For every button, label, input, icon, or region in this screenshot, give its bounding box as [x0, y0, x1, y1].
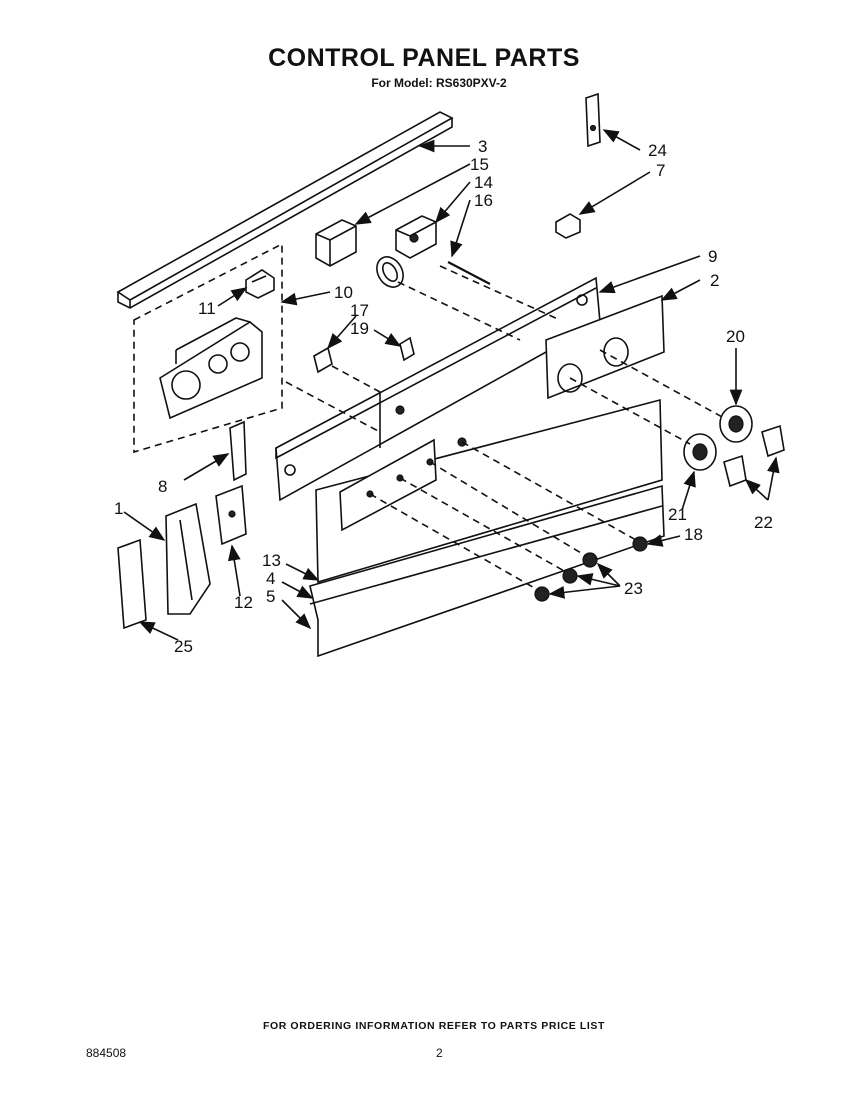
part-19-clip: [399, 336, 415, 362]
callout-4: 4: [266, 569, 275, 588]
callout-24: 24: [648, 141, 667, 160]
part-8-bracket: [229, 420, 247, 482]
callout-12: 12: [234, 593, 253, 612]
callout-10: 10: [334, 283, 353, 302]
callout-labels: 3 15 14 16 24 7 9 2 10 11 17 19 20 8 1 2…: [114, 137, 773, 656]
callout-7: 7: [656, 161, 665, 180]
part-23-nuts: [534, 552, 598, 602]
callout-21: 21: [668, 505, 687, 524]
callout-18: 18: [684, 525, 703, 544]
callout-1: 1: [114, 499, 123, 518]
callout-15: 15: [470, 155, 489, 174]
seal-ring: [376, 256, 404, 288]
part-16-wire-lead: [447, 261, 491, 285]
part-11-clip: [245, 269, 275, 299]
callout-9: 9: [708, 247, 717, 266]
document-number: 884508: [86, 1046, 127, 1060]
part-14-switch: [395, 215, 437, 259]
model-subtitle: For Model: RS630PXV-2: [371, 76, 507, 90]
part-24-bracket: [585, 92, 601, 148]
callout-17: 17: [350, 301, 369, 320]
callout-20: 20: [726, 327, 745, 346]
part-15-switch: [315, 219, 357, 267]
part-3-top-trim: [116, 111, 454, 309]
callout-3: 3: [478, 137, 487, 156]
callout-11: 11: [198, 299, 216, 318]
callout-8: 8: [158, 477, 167, 496]
ordering-note: FOR ORDERING INFORMATION REFER TO PARTS …: [262, 1020, 606, 1032]
callout-16: 16: [474, 191, 493, 210]
callout-19: 19: [350, 319, 369, 338]
callout-13: 13: [262, 551, 281, 570]
part-25-end-bracket: [117, 538, 147, 630]
callout-14: 14: [474, 173, 493, 192]
part-12-bracket: [215, 484, 247, 546]
callout-23: 23: [624, 579, 643, 598]
part-21-knob-skirt: [683, 433, 717, 471]
part-7-clip: [555, 213, 581, 239]
part-10-clock-assembly: [133, 242, 283, 454]
callout-2: 2: [710, 271, 719, 290]
part-1-end-cap: [165, 502, 211, 615]
page-title: CONTROL PANEL PARTS: [268, 44, 580, 72]
callout-25: 25: [174, 637, 193, 656]
callout-22: 22: [754, 513, 773, 532]
page-number: 2: [436, 1046, 443, 1060]
part-22-knob: [723, 424, 785, 488]
part-20-knob-skirt: [719, 405, 753, 443]
part-2-face-plate: [545, 294, 665, 400]
callout-5: 5: [266, 587, 275, 606]
alignment-lines: [285, 265, 725, 591]
leader-arrows: [123, 129, 780, 641]
part-17-spring: [313, 346, 333, 374]
